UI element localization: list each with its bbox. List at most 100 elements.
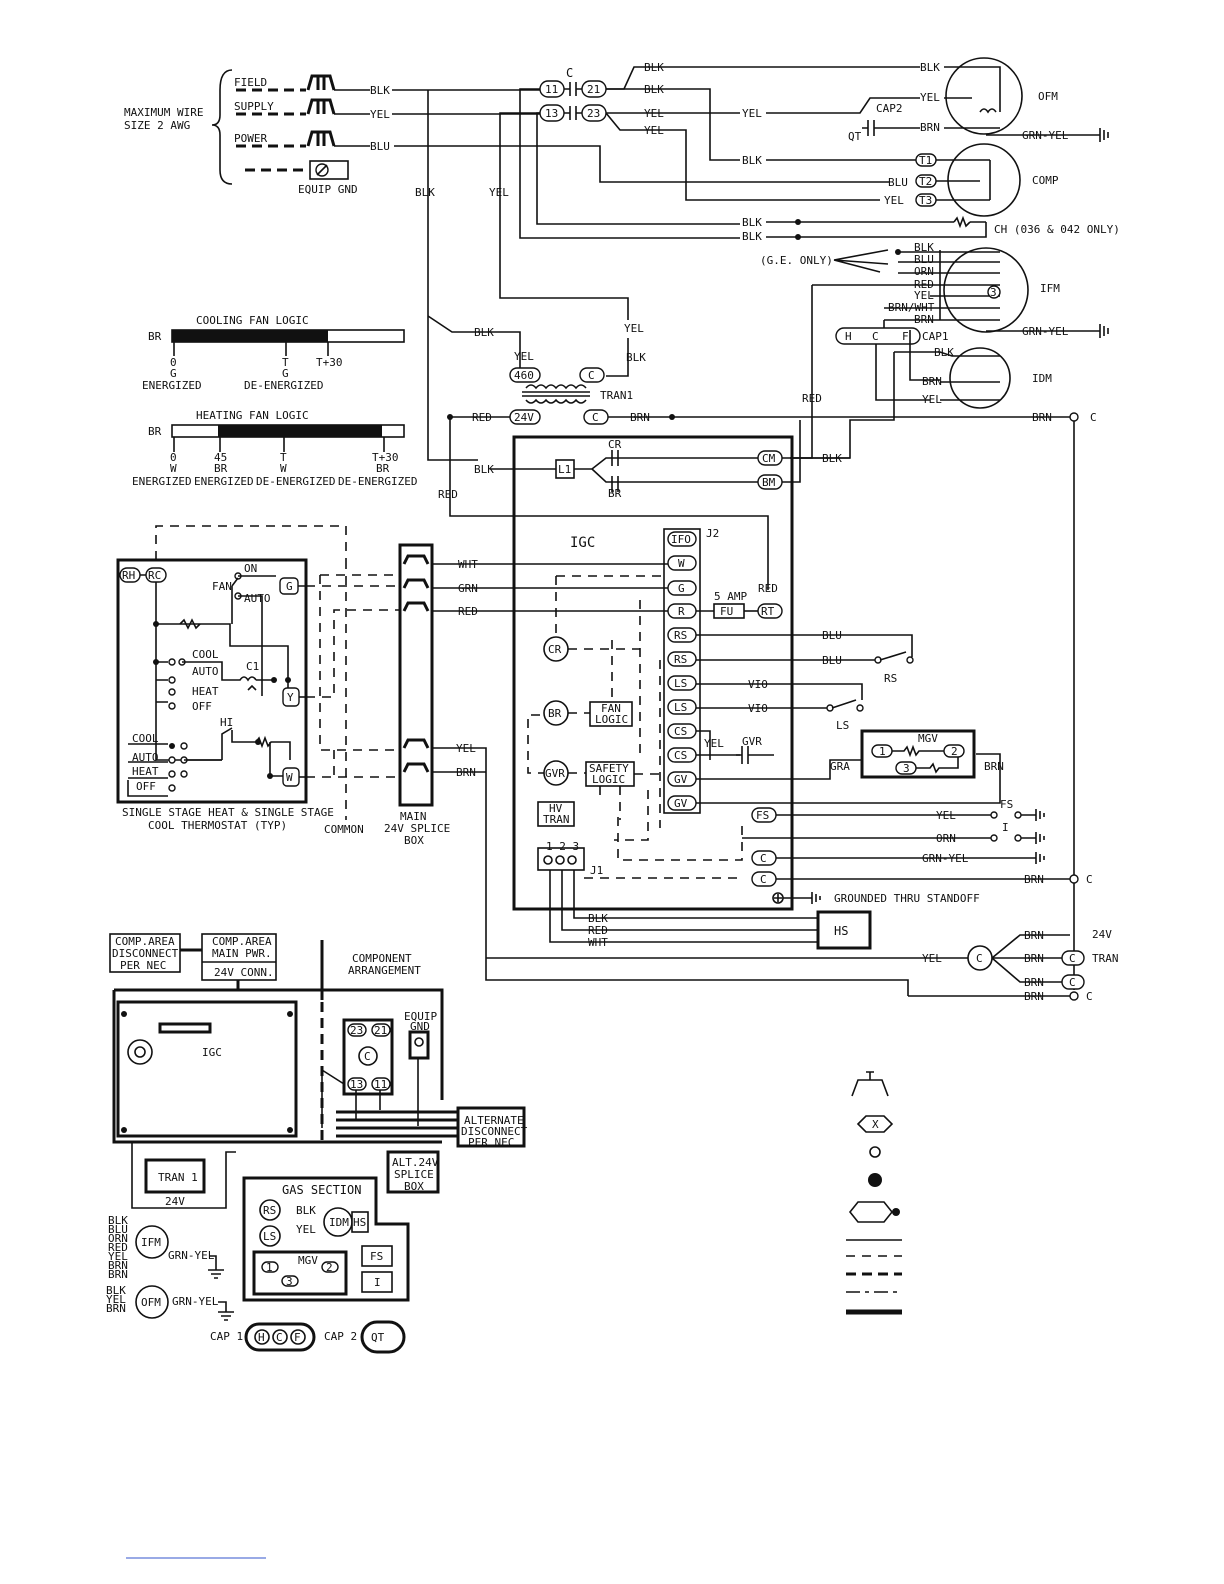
- arr-igc-label: IGC: [202, 1046, 222, 1059]
- ifm-label: IFM: [1040, 282, 1060, 295]
- tran1-label: TRAN1: [600, 389, 633, 402]
- grounded-standoff: GROUNDED THRU STANDOFF: [834, 892, 980, 905]
- cool-br-label: BR: [148, 330, 162, 343]
- cool-tick-t30: T+30: [316, 356, 343, 369]
- cap1-label: CAP1: [922, 330, 949, 343]
- tstat-w: W: [286, 771, 293, 784]
- gas-mgv: MGV: [298, 1254, 318, 1267]
- wire-brn-5: BRN: [1032, 411, 1052, 424]
- tran-label: TRAN: [1092, 952, 1119, 965]
- cool-sub-g1: G: [170, 367, 177, 380]
- igc-cr-relay: CR: [548, 643, 562, 656]
- igc-fs-pin: FS: [756, 809, 769, 822]
- gas-wire-blk: BLK: [296, 1204, 316, 1217]
- igc-l1: L1: [558, 463, 571, 476]
- heat-sub-br2: BR: [376, 462, 390, 475]
- blk-line-11: [519, 88, 740, 239]
- term-21: 21: [587, 83, 600, 96]
- wire-brn-8: BRN: [1024, 929, 1044, 942]
- tstat-c1: C1: [246, 660, 259, 673]
- fan-logic-2: LOGIC: [595, 713, 628, 726]
- wire-yel-12: YEL: [704, 737, 724, 750]
- tstat-fan: FAN: [212, 580, 232, 593]
- gas-hs: HS: [353, 1216, 366, 1229]
- arr-cap2-label: CAP 2: [324, 1330, 357, 1343]
- pin-cs1: CS: [674, 725, 687, 738]
- tran-c-bottom: C: [592, 411, 599, 424]
- wire-yel-15: YEL: [456, 742, 476, 755]
- igc-gvr-relay: GVR: [545, 767, 565, 780]
- wire-brn-1: BRN: [920, 121, 940, 134]
- j2-pins: IFO W G R RS RS LS LS CS CS GV GV: [667, 531, 697, 811]
- arr-13: 13: [350, 1078, 363, 1091]
- cap2-label: CAP2: [876, 102, 903, 115]
- wire-brn-6: BRN: [984, 760, 1004, 773]
- alt-disc-3: PER NEC: [468, 1136, 514, 1149]
- rs-label: RS: [884, 672, 897, 685]
- contactor: BLK YEL 11 13 C 21 23 BLK BLK BLK YEL YE…: [392, 61, 940, 461]
- pin-rs2: RS: [674, 653, 687, 666]
- pin-ifo: IFO: [671, 533, 691, 546]
- arr-11: 11: [374, 1078, 387, 1091]
- ifm-motor: [943, 247, 1029, 333]
- hv-tran-2: TRAN: [543, 813, 570, 826]
- legend-terminal-symbol: [856, 1115, 894, 1133]
- max-wire-label-2: SIZE 2 AWG: [124, 119, 190, 132]
- heat-state-2: ENERGIZED: [194, 475, 254, 488]
- tran-c-2: C: [1069, 976, 1076, 989]
- mgv-1: 1: [879, 745, 886, 758]
- pin-r: R: [678, 605, 685, 618]
- wire-blk-12: BLK: [626, 351, 646, 364]
- arr-ofm-w0: BLK: [106, 1284, 126, 1297]
- tran-24v-label: 24V: [1092, 928, 1112, 941]
- arr-ifm-w6: BRN: [108, 1268, 128, 1281]
- arr-cap1-f: F: [294, 1331, 301, 1344]
- arr-c: C: [364, 1050, 371, 1063]
- ch-heater: [953, 215, 971, 229]
- arr-tran1: TRAN 1: [158, 1171, 198, 1184]
- gas-ls: LS: [263, 1230, 276, 1243]
- wire-red-4: RED: [438, 488, 458, 501]
- wire-blu-4: BLU: [822, 629, 842, 642]
- splice-box-3: BOX: [404, 834, 424, 847]
- igc-bm: BM: [762, 476, 776, 489]
- heat-tick-45: 45: [214, 451, 227, 464]
- tran-24v: 24V: [514, 411, 534, 424]
- wire-blk-2: BLK: [415, 186, 435, 199]
- igc-rt: RT: [761, 605, 775, 618]
- ofm-motor: [945, 57, 1023, 135]
- mgv-label: MGV: [918, 732, 938, 745]
- compressor: BLK T1 BLU T2 YEL T3 COMP BLK BLK CH (03…: [742, 143, 1120, 243]
- wire-brn-9: BRN: [1024, 952, 1044, 965]
- heat-tick-t30: T+30: [372, 451, 399, 464]
- wire-blu-2: BLU: [888, 176, 908, 189]
- arr-ofm-w1: YEL: [106, 1293, 126, 1306]
- arr-ifm-w5: BRN: [108, 1259, 128, 1272]
- gas-i: I: [374, 1276, 381, 1289]
- heat-sub-w1: W: [170, 462, 177, 475]
- wire-yel-3: YEL: [644, 107, 664, 120]
- gas-fs: FS: [370, 1250, 383, 1263]
- field-label: FIELD: [234, 76, 267, 89]
- blk-vertical: [427, 90, 478, 461]
- tstat-heat-1: HEAT: [192, 685, 219, 698]
- equip-gnd-label: EQUIP GND: [298, 183, 358, 196]
- c-node-1: C: [1090, 411, 1097, 424]
- ge-only-label: (G.E. ONLY): [760, 254, 833, 267]
- ch-label: CH (036 & 042 ONLY): [994, 223, 1120, 236]
- wire-brnwht-1: BRN/WHT: [888, 301, 935, 314]
- thermostat-box: [116, 558, 308, 804]
- gas-idm: IDM: [329, 1216, 349, 1229]
- arr-24v: 24V: [165, 1195, 185, 1208]
- heat-br-label: BR: [148, 425, 162, 438]
- alt-splice-3: BOX: [404, 1180, 424, 1193]
- cool-deenergized: DE-ENERGIZED: [244, 379, 323, 392]
- tran1-box: [144, 1158, 206, 1194]
- arr-cap2-qt: QT: [371, 1331, 385, 1344]
- main-splice-box: WHT GRN RED YEL BRN MAIN 24V SPLICE BOX: [384, 543, 668, 847]
- supply-leads: [334, 89, 370, 147]
- wire-vio-2: VIO: [748, 702, 768, 715]
- heat-state-3: DE-ENERGIZED: [256, 475, 335, 488]
- tstat-hi: HI: [220, 716, 233, 729]
- wire-yel-1: YEL: [370, 108, 390, 121]
